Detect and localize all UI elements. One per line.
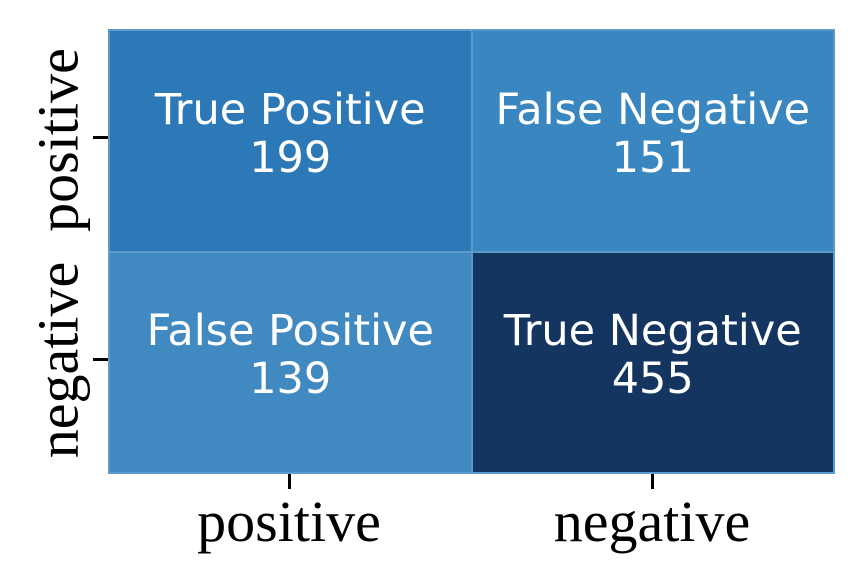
y-axis-label-negative: negative: [25, 261, 91, 459]
cell-true-positive: True Positive 199: [110, 31, 471, 251]
y-axis-tick-positive: [93, 136, 108, 139]
cell-label: True Positive: [154, 84, 426, 135]
cell-false-negative: False Negative 151: [472, 31, 833, 251]
x-axis-label-positive: positive: [197, 489, 381, 554]
cell-false-positive: False Positive 139: [110, 252, 471, 472]
cell-label: False Positive: [146, 306, 434, 357]
x-axis-tick-negative: [651, 474, 654, 489]
cell-value: 455: [611, 354, 694, 405]
cell-value: 199: [249, 132, 332, 183]
confusion-matrix: True Positive 199 False Negative 151 Fal…: [108, 29, 835, 474]
y-axis-tick-negative: [93, 358, 108, 361]
cell-true-negative: True Negative 455: [472, 252, 833, 472]
cell-value: 151: [611, 132, 694, 183]
y-axis-label-positive: positive: [25, 48, 91, 232]
x-axis-tick-positive: [288, 474, 291, 489]
x-axis-label-negative: negative: [553, 489, 751, 554]
cell-label: False Negative: [495, 84, 811, 135]
cell-label: True Negative: [503, 306, 802, 357]
cell-value: 139: [249, 354, 332, 405]
